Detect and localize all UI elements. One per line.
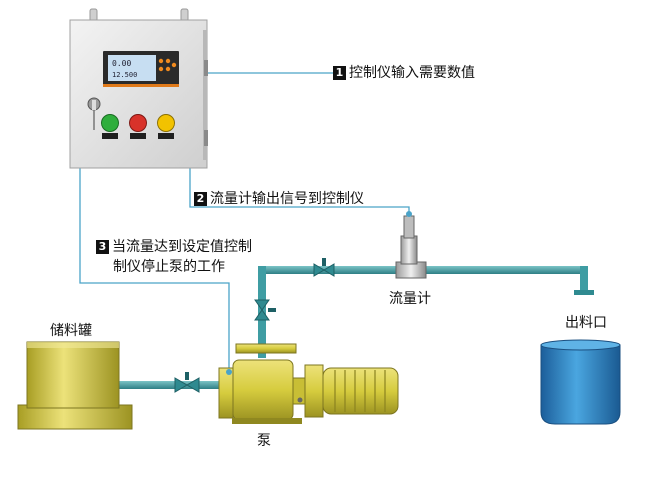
controller-display: 0.00 12.500 <box>103 51 179 87</box>
wire-flowmeter-to-controller <box>189 168 410 212</box>
pump-label: 泵 <box>257 433 271 449</box>
red-button[interactable] <box>129 114 147 140</box>
step3-line1: 当流量达到设定值控制 <box>112 239 252 255</box>
yellow-button[interactable] <box>157 114 175 140</box>
key-switch[interactable] <box>87 97 101 130</box>
step1-text: 控制仪输入需要数值 <box>349 65 475 81</box>
valve-vertical-icon <box>254 299 276 321</box>
step3-number: 3 <box>96 240 109 254</box>
step3-line2-label: 制仪停止泵的工作 <box>113 259 225 275</box>
signal-wires <box>79 72 410 368</box>
valve-top-icon <box>313 258 335 277</box>
flowmeter-label: 流量计 <box>389 291 431 307</box>
outlet-tank <box>540 339 621 425</box>
step1-number: 1 <box>333 66 346 80</box>
valve-bottom-icon <box>174 372 200 393</box>
pump <box>218 343 399 424</box>
flowmeter <box>395 211 427 279</box>
display-line1: 0.00 <box>112 59 131 68</box>
wire-controller-to-pump <box>79 168 230 368</box>
tank-label: 储料罐 <box>50 323 92 339</box>
outlet-label: 出料口 <box>565 315 607 331</box>
step2-text: 流量计输出信号到控制仪 <box>210 191 364 207</box>
step2-number: 2 <box>194 192 207 206</box>
display-line2: 12.500 <box>112 71 137 79</box>
controller-cabinet: 0.00 12.500 <box>69 8 208 169</box>
storage-tank <box>17 341 133 430</box>
green-button[interactable] <box>101 114 119 140</box>
